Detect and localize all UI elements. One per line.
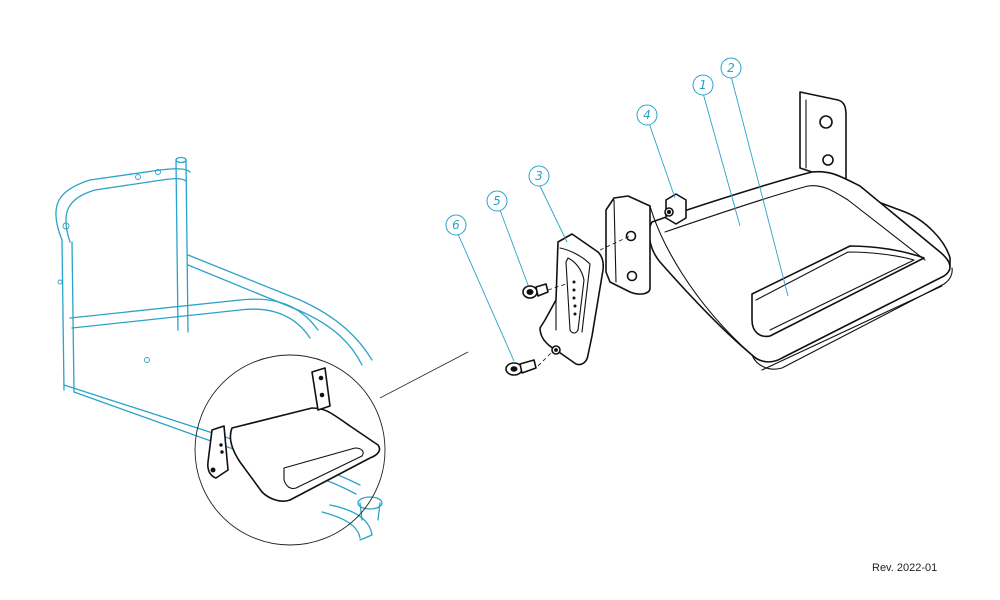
balloon-1: 1 [692, 74, 714, 96]
leader-lines [457, 75, 789, 362]
balloon-1-label: 1 [699, 78, 707, 92]
detail-view-circle [194, 351, 469, 546]
revision-label: Rev. 2022-01 [872, 562, 938, 574]
nut-part [664, 193, 687, 225]
assembly-axes [537, 235, 631, 367]
balloon-4: 4 [636, 104, 658, 126]
balloon-6: 6 [445, 214, 467, 236]
balloon-3-label: 3 [535, 169, 543, 183]
screw-part [505, 359, 537, 376]
balloon-4-label: 4 [643, 108, 651, 122]
balloon-6-label: 6 [452, 218, 460, 232]
mounting-bracket-part [539, 233, 605, 366]
footplate-detail [207, 367, 381, 502]
balloon-2: 2 [720, 57, 742, 79]
balloon-5: 5 [486, 190, 508, 212]
balloon-5-label: 5 [493, 194, 501, 208]
footplate-part [605, 91, 953, 371]
bolt-part [522, 283, 549, 299]
wheelchair-frame [55, 156, 383, 541]
balloon-3: 3 [528, 165, 550, 187]
balloon-2-label: 2 [727, 61, 735, 75]
